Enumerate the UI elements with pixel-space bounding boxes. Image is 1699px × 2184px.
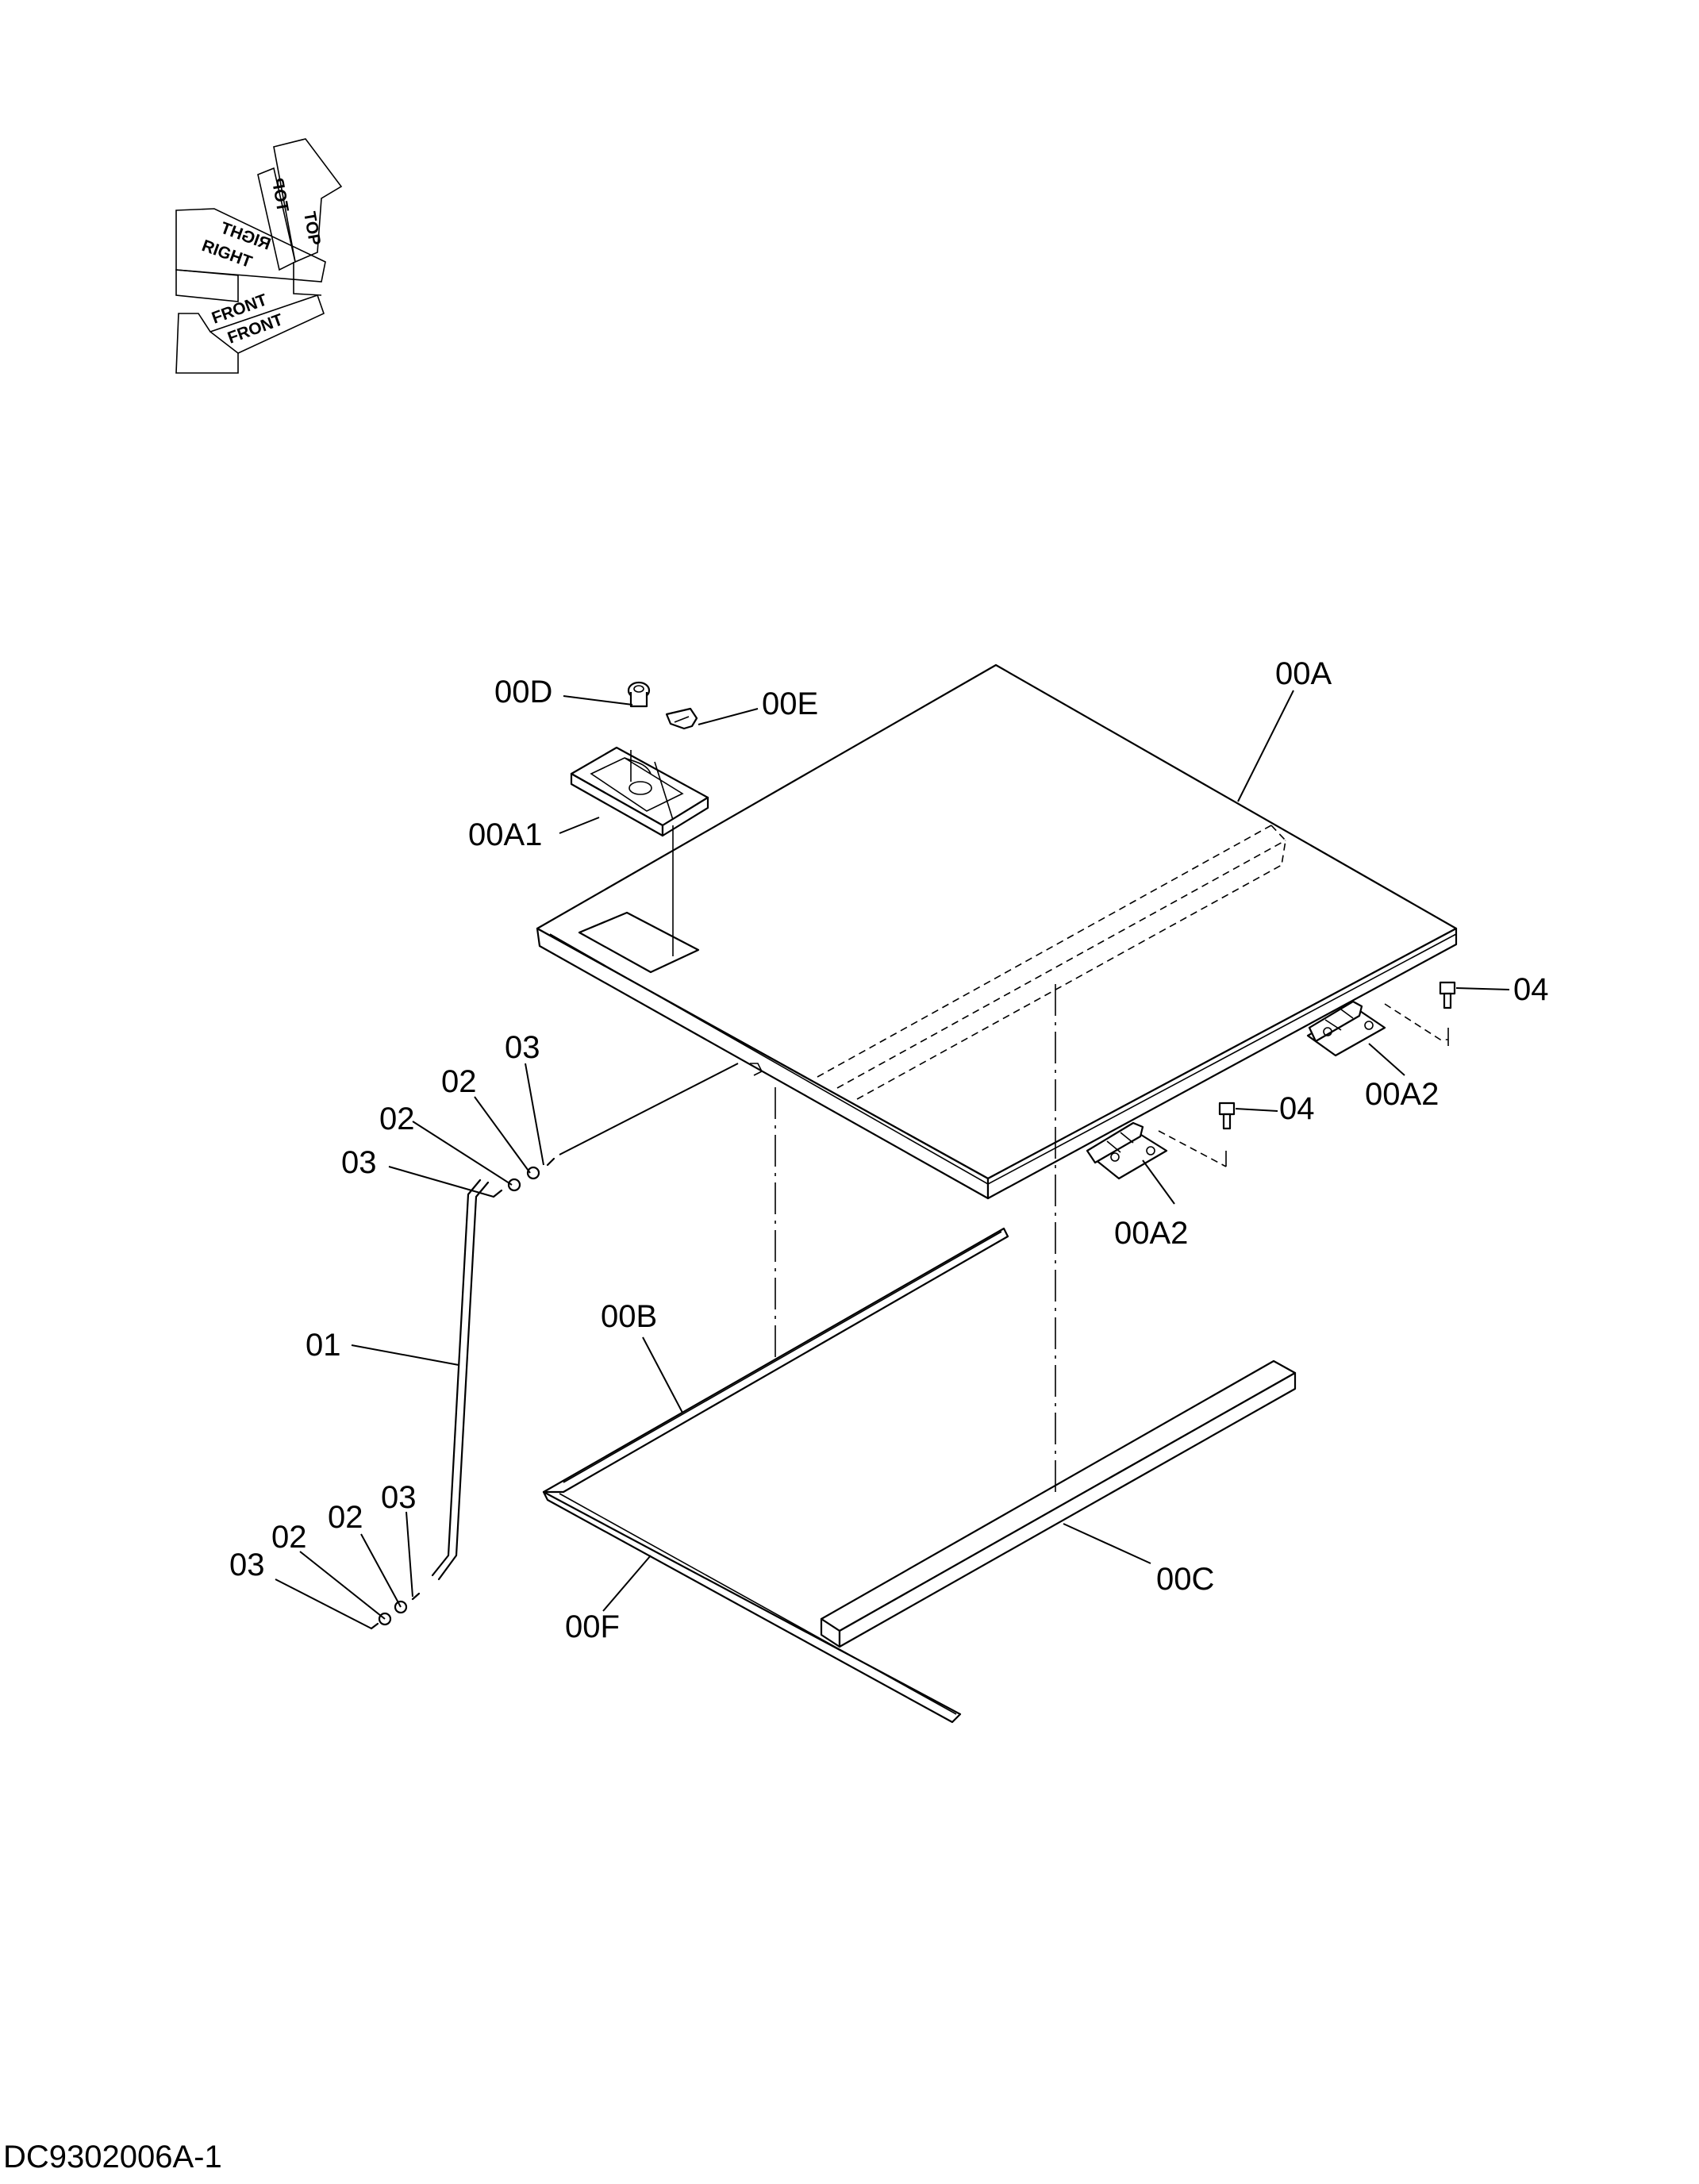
part-hinge-left <box>1086 1121 1168 1180</box>
callout-04-left: 04 <box>1279 1091 1315 1126</box>
callout-00d: 00D <box>494 675 552 709</box>
part-seal-strip-00b <box>542 1227 1009 1494</box>
callout-02-top: 02 <box>441 1064 477 1099</box>
part-cover-panel <box>536 663 1458 1200</box>
part-washers-pins-lower <box>370 1592 421 1630</box>
callout-02-mid: 02 <box>379 1102 415 1136</box>
part-bolt-left <box>1218 1102 1236 1130</box>
orientation-top-label-mirrored: TOP <box>268 177 292 213</box>
part-washers-pins-upper <box>492 1157 555 1198</box>
callout-03-lower: 03 <box>381 1480 417 1515</box>
part-hinge-right <box>1306 1000 1386 1057</box>
callout-00c: 00C <box>1156 1562 1214 1597</box>
callout-00a1: 00A1 <box>468 817 542 852</box>
part-foam-block <box>820 1359 1297 1648</box>
callout-00f: 00F <box>565 1609 620 1644</box>
callout-02-lower: 02 <box>328 1500 363 1535</box>
callout-00e: 00E <box>762 686 818 721</box>
callout-02-bottom: 02 <box>271 1520 307 1555</box>
alignment-lines <box>559 761 1449 1492</box>
part-latch-plate <box>570 746 709 837</box>
callout-01: 01 <box>306 1328 341 1363</box>
callout-00a2-right: 00A2 <box>1365 1077 1439 1112</box>
part-lock-cylinder <box>627 681 651 708</box>
drawing-id: DC9302006A-1 <box>3 2140 222 2174</box>
callout-04-right: 04 <box>1513 972 1549 1007</box>
part-key <box>665 707 698 730</box>
part-bolt-right <box>1439 981 1456 1009</box>
part-support-rod <box>431 1179 490 1581</box>
callout-03-mid: 03 <box>341 1145 377 1180</box>
callout-03-top: 03 <box>505 1030 540 1065</box>
callout-00a: 00A <box>1275 656 1332 691</box>
part-seal-strip-00f <box>542 1490 962 1724</box>
callout-00a2-left: 00A2 <box>1114 1216 1188 1251</box>
callout-03-bottom: 03 <box>229 1548 265 1582</box>
leader-lines <box>275 690 1510 1629</box>
orientation-symbol: TOP TOP RIGHT RIGHT FRONT FRONT <box>175 138 343 374</box>
callout-00b: 00B <box>601 1299 657 1334</box>
